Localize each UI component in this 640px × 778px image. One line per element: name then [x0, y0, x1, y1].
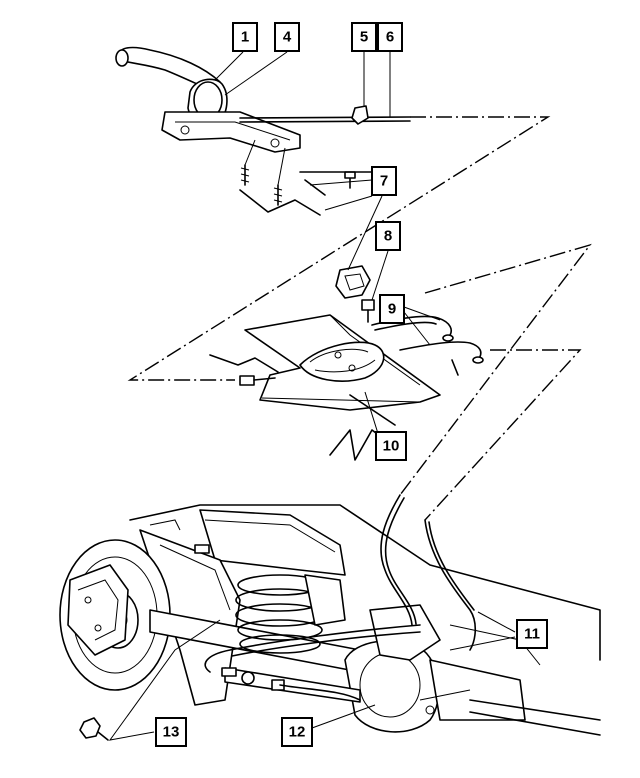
callout-7: 7 [371, 166, 397, 196]
callout-6: 6 [377, 22, 403, 52]
svg-text:7: 7 [380, 173, 388, 190]
svg-text:10: 10 [383, 438, 400, 455]
callout-9: 9 [379, 294, 405, 324]
callout-8: 8 [375, 221, 401, 251]
svg-text:8: 8 [384, 228, 392, 245]
svg-text:5: 5 [360, 29, 368, 46]
svg-text:12: 12 [289, 724, 306, 741]
coil-spring [235, 574, 325, 654]
svg-text:13: 13 [163, 724, 180, 741]
svg-text:9: 9 [388, 301, 396, 318]
callout-11: 11 [516, 619, 548, 649]
callout-10: 10 [375, 431, 407, 461]
callout-1: 1 [232, 22, 258, 52]
phantom-guide-lines [127, 116, 592, 521]
callout-13: 13 [155, 717, 187, 747]
leader-lines [108, 51, 516, 741]
rear-axle-assembly [59, 494, 601, 741]
svg-text:4: 4 [283, 29, 292, 46]
callout-12: 12 [281, 717, 313, 747]
svg-text:1: 1 [241, 29, 249, 46]
callout-4: 4 [274, 22, 300, 52]
callout-5: 5 [351, 22, 377, 52]
svg-text:11: 11 [524, 626, 540, 643]
svg-text:6: 6 [386, 29, 394, 46]
floor-pan-section [209, 314, 484, 461]
cable-equalizer [335, 265, 375, 323]
bolt-13 [79, 717, 109, 741]
hand-brake-lever-assembly [115, 46, 411, 216]
